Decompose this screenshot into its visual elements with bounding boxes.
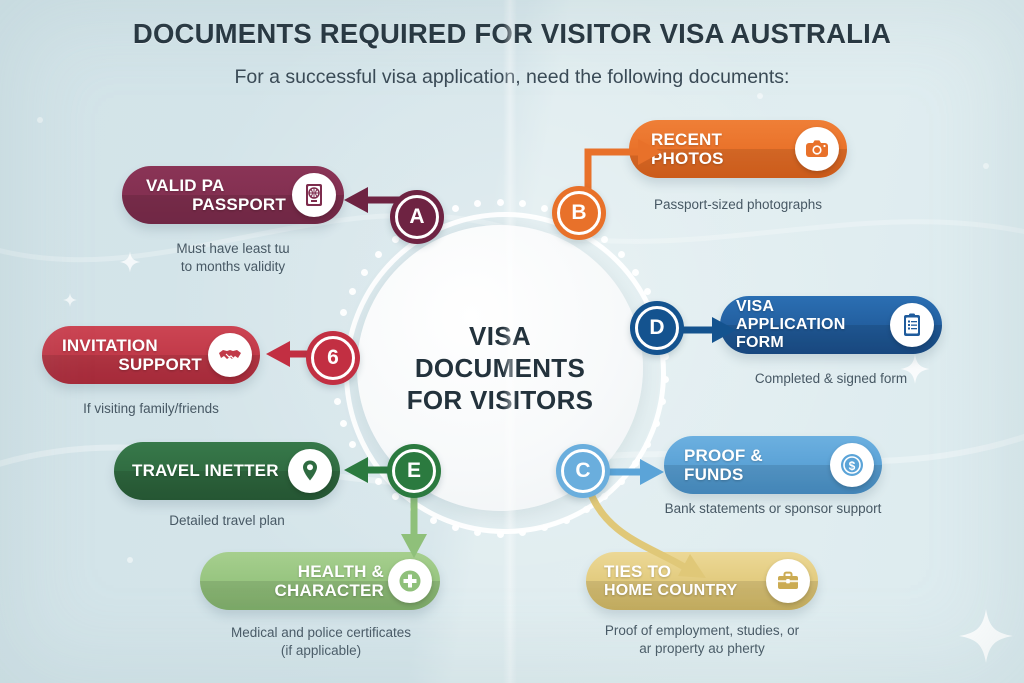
item-label-line2: CHARACTER <box>274 581 384 600</box>
item-label-line1: TIES TO <box>604 562 672 582</box>
caption-line-1: Medical and police certificates <box>230 625 412 640</box>
caption-line-2: ar property aʊ pherty <box>639 641 765 657</box>
item-caption-photos: Passport-sized photographs <box>609 196 867 214</box>
camera-icon <box>795 127 839 171</box>
page-title: DOCUMENTS REQUIRED FOR VISITOR VISA AUST… <box>132 18 892 49</box>
connector-ties <box>584 484 706 578</box>
caption-line-1: Completed & signed form <box>754 371 908 386</box>
page-subtitle: For a successful visa application, need … <box>234 66 790 88</box>
badge-a[interactable]: A <box>390 190 444 244</box>
item-label-line2: FORM <box>736 334 784 352</box>
item-label-line1: PROOF & FUNDS <box>684 445 763 484</box>
connector-d <box>680 317 736 343</box>
item-pill-photos[interactable]: RECENT PHOTOS <box>629 120 847 178</box>
caption-line-2: to months validity <box>180 259 286 275</box>
item-label-line1: VISA APPLICATION <box>736 297 846 333</box>
item-label-line1: RECENT <box>651 129 723 149</box>
connector-e-down <box>401 492 427 558</box>
connector-c <box>604 459 664 485</box>
item-caption-health-character: Medical and police certificates (if appl… <box>190 624 452 660</box>
item-caption-invitation-support: If visiting family/friends <box>32 400 270 418</box>
item-pill-travel-itinerary[interactable]: TRAVEL INETTER <box>114 442 340 500</box>
caption-line-1: Proof of employment, studies, or <box>604 623 800 638</box>
item-label-line2: HOME COUNTRY <box>604 581 738 599</box>
item-caption-home-ties: Proof of employment, studies, or ar prop… <box>568 622 836 658</box>
item-label-line2: PASSPORT <box>192 195 286 214</box>
item-pill-proof-funds[interactable]: PROOF & FUNDS $ <box>664 436 882 494</box>
clipboard-icon <box>890 303 934 347</box>
briefcase-icon <box>766 559 810 603</box>
badge-c[interactable]: C <box>556 444 610 498</box>
item-caption-proof-funds: Bank statements or sponsor support <box>632 500 914 518</box>
item-pill-home-ties[interactable]: TIES TO HOME COUNTRY <box>586 552 818 610</box>
handshake-icon <box>208 333 252 377</box>
item-label-line1: VALID PA <box>146 175 225 195</box>
caption-line-1: Must have least tɯ <box>176 241 290 256</box>
svg-text:$: $ <box>849 459 856 473</box>
item-pill-invitation-support[interactable]: INVITATION SUPPORT <box>42 326 260 384</box>
caption-line-1: Bank statements or sponsor support <box>664 501 882 516</box>
hub-line-2: DOCUMENTS <box>414 352 586 383</box>
passport-icon <box>292 173 336 217</box>
caption-line-1: If visiting family/friends <box>83 401 219 416</box>
caption-line-2: (if applicable) <box>280 643 362 659</box>
caption-line-1: Detailed travel plan <box>169 513 285 528</box>
hub-line-1: VISA <box>469 320 531 351</box>
item-label-line1: TRAVEL INETTER <box>132 461 279 481</box>
item-caption-travel-itinerary: Detailed travel plan <box>108 512 346 530</box>
badge-e[interactable]: E <box>387 444 441 498</box>
badge-b[interactable]: B <box>552 186 606 240</box>
item-caption-application-form: Completed & signed form <box>710 370 952 388</box>
location-pin-icon <box>288 449 332 493</box>
item-label-line2: SUPPORT <box>118 355 202 374</box>
item-pill-passport[interactable]: VALID PA PASSPORT <box>122 166 344 224</box>
money-icon: $ <box>830 443 874 487</box>
item-pill-application-form[interactable]: VISA APPLICATION FORM <box>720 296 942 354</box>
item-label-line1: HEALTH & <box>297 561 384 581</box>
medical-plus-icon <box>388 559 432 603</box>
badge-6[interactable]: 6 <box>306 331 360 385</box>
item-pill-health-character[interactable]: HEALTH & CHARACTER <box>200 552 440 610</box>
caption-line-1: Passport-sized photographs <box>653 197 823 212</box>
hub-line-3: FOR VISITORS <box>406 385 594 416</box>
item-label-line1: INVITATION <box>62 335 158 355</box>
item-label-line2: PHOTOS <box>651 149 724 168</box>
badge-d[interactable]: D <box>630 301 684 355</box>
item-caption-passport: Must have least tɯ to months validity <box>122 240 344 276</box>
